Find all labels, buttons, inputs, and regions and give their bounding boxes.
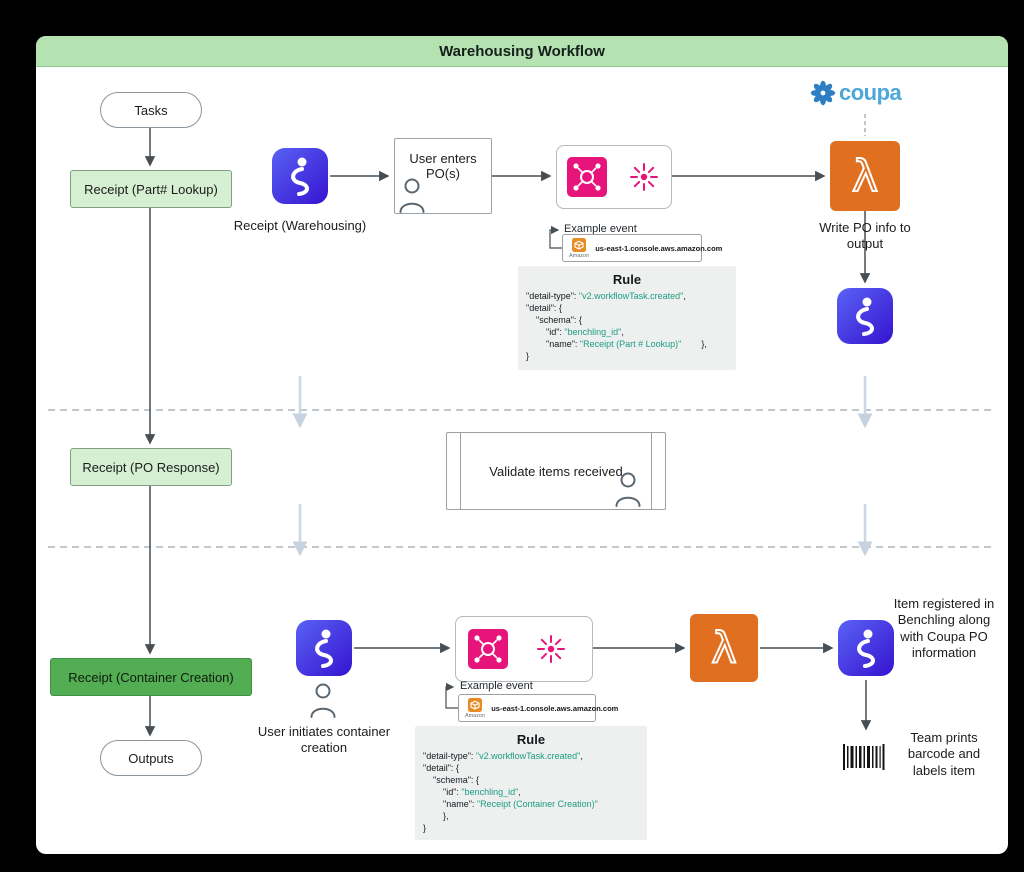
diagram-canvas: Warehousing Workflow coupa Tasks Receipt… — [36, 36, 1008, 854]
eventbridge-icon — [567, 157, 607, 197]
tasks-label: Tasks — [134, 102, 168, 118]
outputs-label: Outputs — [128, 750, 174, 766]
node-user-enters-po: User enters PO(s) — [394, 138, 492, 214]
node-outputs: Outputs — [100, 740, 202, 776]
node-tasks: Tasks — [100, 92, 202, 128]
event-url-1: us-east-1.console.aws.amazon.com — [595, 243, 723, 253]
item-registered-caption: Item registered in Benchling along with … — [893, 596, 995, 660]
coupa-logo: coupa — [810, 80, 902, 106]
validate-items-label: Validate items received — [489, 463, 623, 479]
person-icon — [399, 178, 425, 213]
bottom-row-arrows — [354, 642, 872, 731]
event-source-box-1: Amazon us-east-1.console.aws.amazon.com — [562, 234, 722, 262]
barcode-icon — [843, 744, 885, 770]
node-validate-items: Validate items received — [446, 432, 666, 510]
user-enters-po-label: User enters PO(s) — [409, 151, 477, 181]
diagram-title-bar: Warehousing Workflow — [36, 36, 1008, 67]
benchling-icon — [272, 148, 328, 204]
rule-title-1: Rule — [612, 272, 642, 287]
coupa-flower-icon — [810, 80, 836, 106]
event-source-name-1: Amazon — [569, 252, 590, 259]
aws-console-icon — [468, 697, 483, 712]
node-receipt-container-creation: Receipt (Container Creation) — [50, 658, 252, 696]
example-event-label-1: Example event — [564, 223, 637, 235]
lambda-icon: λ — [690, 614, 758, 682]
diagram-title: Warehousing Workflow — [439, 42, 605, 60]
lane-transition-arrows — [292, 376, 873, 557]
eventbridge-icon — [468, 629, 508, 669]
person-icon — [310, 683, 336, 718]
event-burst-icon — [630, 163, 658, 191]
connectors-layer — [48, 114, 996, 737]
node-eventbridge-1 — [556, 145, 672, 209]
receipt-part-lookup-label: Receipt (Part# Lookup) — [84, 181, 218, 197]
node-receipt-po-response: Receipt (PO Response) — [70, 448, 232, 486]
event-url-2: us-east-1.console.aws.amazon.com — [491, 703, 619, 713]
node-eventbridge-2 — [455, 616, 593, 682]
user-initiates-caption: User initiates container creation — [257, 724, 391, 756]
event-source-box-2: Amazon us-east-1.console.aws.amazon.com — [458, 694, 618, 722]
svg-text:λ: λ — [852, 151, 878, 202]
svg-text:λ: λ — [711, 624, 736, 674]
coupa-wordmark: coupa — [839, 80, 902, 105]
benchling-icon — [837, 288, 893, 344]
rule-box-1: Rule "detail-type": "v2.workflowTask.cre… — [518, 266, 736, 370]
rule-title-2: Rule — [516, 732, 546, 747]
event-burst-icon — [537, 635, 565, 663]
rule-box-2: Rule "detail-type": "v2.workflowTask.cre… — [415, 726, 647, 840]
event-source-name-2: Amazon — [465, 712, 486, 719]
receipt-po-response-label: Receipt (PO Response) — [82, 459, 220, 475]
lambda-icon: λ — [830, 141, 900, 211]
node-receipt-part-lookup: Receipt (Part# Lookup) — [70, 170, 232, 208]
lane-dividers — [48, 409, 996, 548]
lambda-write-po-caption: Write PO info to output — [819, 220, 911, 252]
person-icon — [615, 472, 641, 507]
aws-console-icon — [572, 237, 587, 252]
example-event-callout-lines — [445, 225, 562, 709]
receipt-container-creation-label: Receipt (Container Creation) — [68, 669, 234, 685]
team-prints-caption: Team prints barcode and labels item — [907, 730, 981, 778]
benchling-icon — [838, 620, 894, 676]
example-event-label-2: Example event — [460, 680, 533, 692]
benchling-icon — [296, 620, 352, 676]
benchling-receipt-caption: Receipt (Warehousing) — [233, 218, 367, 233]
